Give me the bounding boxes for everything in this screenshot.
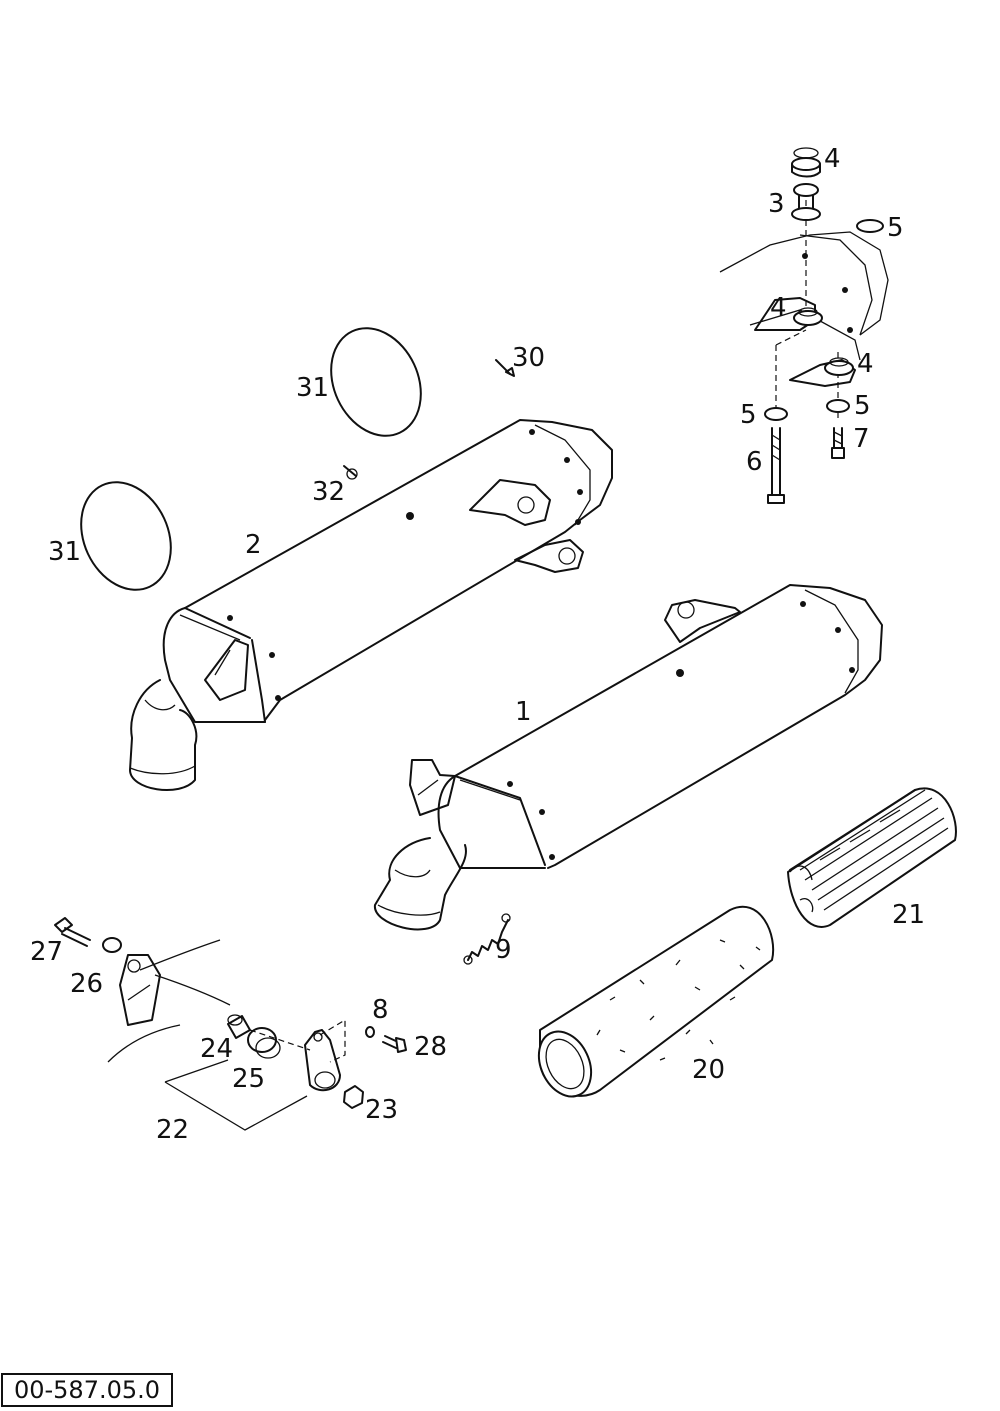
label-8: 8 [372, 995, 389, 1025]
nut-23 [343, 1085, 364, 1109]
label-4-top: 4 [824, 144, 841, 174]
washer-26 [102, 937, 122, 953]
label-32: 32 [312, 477, 345, 507]
label-24: 24 [200, 1034, 233, 1064]
label-9: 9 [495, 935, 512, 965]
grommet-4-low [824, 357, 854, 376]
grommet-4-mid [793, 307, 823, 326]
bolt-6 [767, 427, 785, 504]
bolt-27 [54, 917, 91, 947]
screw-30 [495, 359, 515, 377]
label-31-upper: 31 [296, 373, 329, 403]
washer-8 [365, 1026, 375, 1038]
spring-9 [463, 913, 511, 965]
o-ring-31-upper [330, 327, 422, 437]
label-2: 2 [245, 530, 262, 560]
axis-lower-left [249, 1018, 346, 1063]
label-28: 28 [414, 1032, 447, 1062]
label-6: 6 [746, 447, 763, 477]
clamp [304, 1029, 341, 1092]
label-27: 27 [30, 937, 63, 967]
packing-sleeve-20 [537, 905, 775, 1098]
washer-5-left [764, 407, 788, 421]
silencer-1 [373, 584, 883, 931]
label-25: 25 [232, 1064, 265, 1094]
group-bracket-22 [164, 1059, 308, 1131]
o-ring-31-lower [80, 481, 172, 591]
label-3: 3 [768, 189, 785, 219]
label-31-lower: 31 [48, 537, 81, 567]
label-20: 20 [692, 1055, 725, 1085]
part-labels: 1 2 3 4 4 4 5 5 5 6 7 8 9 20 21 22 23 24… [30, 144, 925, 1145]
silencer-2 [129, 419, 613, 792]
screw-32 [343, 465, 358, 480]
grommet-4-top [791, 147, 821, 178]
rear-frame-bracket [107, 939, 231, 1063]
washer-5-right [826, 399, 850, 413]
washer-5-top [856, 219, 884, 233]
label-1: 1 [515, 697, 532, 727]
label-5-top: 5 [887, 213, 904, 243]
diagram-code: 00-587.05.0 [13, 1376, 161, 1404]
diagram-code-box: 00-587.05.0 [1, 1373, 173, 1407]
screw-28 [382, 1035, 407, 1053]
label-26: 26 [70, 969, 103, 999]
sleeve-3 [791, 183, 821, 221]
label-4-low: 4 [857, 349, 874, 379]
label-23: 23 [365, 1095, 398, 1125]
frame-bracket-assembly [719, 200, 889, 420]
label-5-left: 5 [740, 400, 757, 430]
packing-21 [787, 787, 957, 928]
label-4-mid: 4 [770, 293, 787, 323]
label-5-right: 5 [854, 391, 871, 421]
rubber-25 [247, 1027, 281, 1059]
label-30: 30 [512, 343, 545, 373]
label-22: 22 [156, 1115, 189, 1145]
label-21: 21 [892, 900, 925, 930]
bolt-7 [831, 427, 845, 459]
label-7: 7 [853, 424, 870, 454]
